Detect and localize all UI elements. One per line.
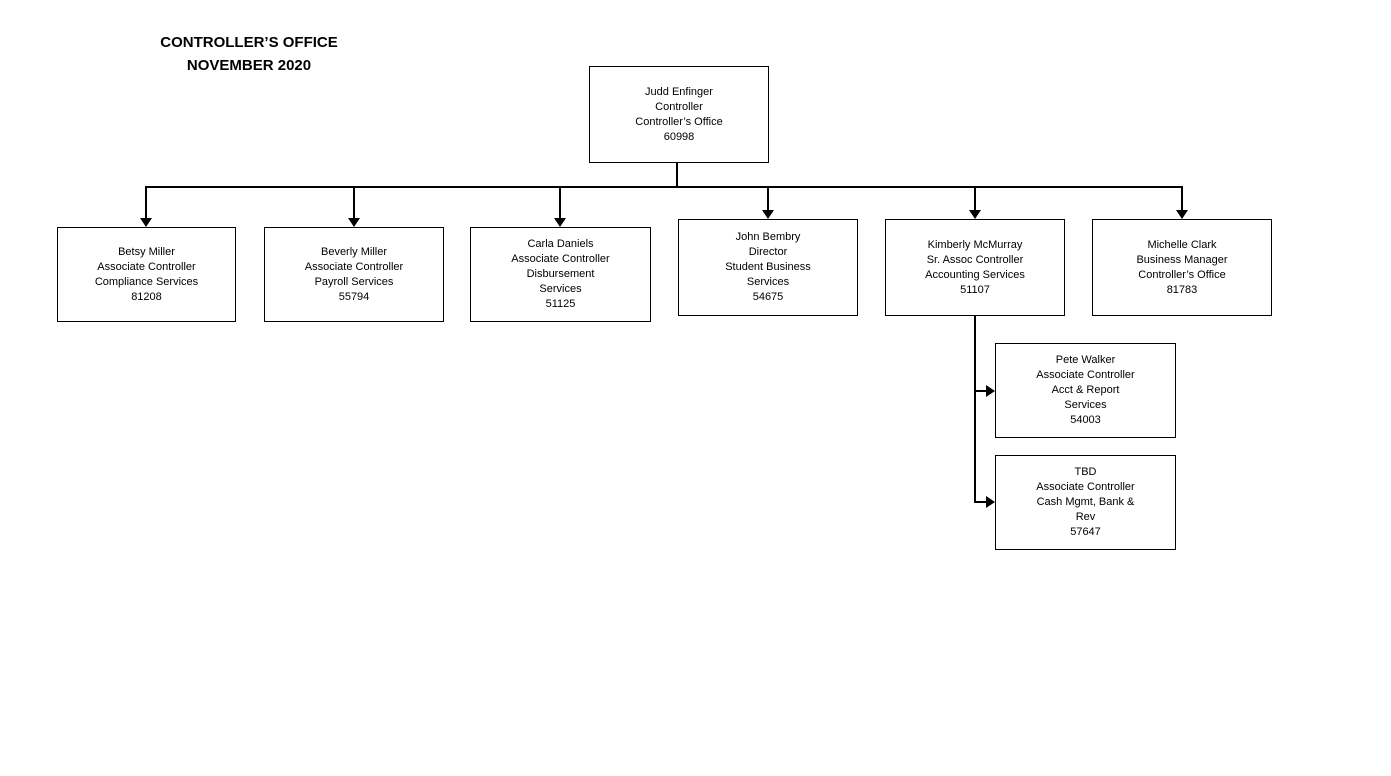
org-node-acct-report: Pete Walker Associate Controller Acct & … [995,343,1176,438]
connector-branch-cash-mgmt [974,501,986,503]
arrow-down-icon [554,218,566,227]
node-line: 51125 [545,298,576,310]
org-node-accounting: Kimberly McMurray Sr. Assoc Controller A… [885,219,1065,316]
node-line: 54003 [1070,414,1101,426]
node-line: 81208 [131,290,162,303]
node-line: Michelle Clark [1147,238,1217,251]
connector-drop-compliance [145,186,147,218]
arrow-down-icon [348,218,360,227]
node-line: Betsy Miller [118,245,175,258]
org-node-disbursement: Carla Daniels Associate Controller Disbu… [470,227,651,322]
connector-top-stub [676,163,678,187]
chart-title-line2: NOVEMBER 2020 [186,57,312,74]
org-node-cash-mgmt: TBD Associate Controller Cash Mgmt, Bank… [995,455,1176,550]
node-line: Associate Controller [1036,369,1135,381]
connector-accounting-drop [974,316,976,503]
connector-drop-accounting [974,186,976,210]
node-line: 51107 [960,283,990,296]
node-line: Acct & Report [1051,384,1120,396]
org-node-student-business: John Bembry Director Student Business Se… [678,219,858,316]
node-line: Sr. Assoc Controller [926,253,1024,266]
arrow-down-icon [1176,210,1188,219]
arrow-right-icon [986,385,995,397]
node-line: Director [748,246,788,258]
connector-drop-business-manager [1181,186,1183,210]
node-line: Associate Controller [511,253,610,265]
connector-drop-disbursement [559,186,561,218]
node-line: Rev [1075,511,1096,523]
node-line: 57647 [1070,526,1101,538]
node-line: 55794 [338,290,370,303]
node-line: Controller’s Office [635,115,723,128]
node-line: 81783 [1166,283,1198,296]
org-node-payroll: Beverly Miller Associate Controller Payr… [264,227,444,322]
connector-branch-acct-report [974,390,986,392]
node-line: Associate Controller [97,260,196,273]
arrow-down-icon [140,218,152,227]
node-line: Kimberly McMurray [927,238,1023,251]
node-line: TBD [1074,466,1097,478]
node-line: Controller’s Office [1138,268,1226,281]
node-line: Associate Controller [1036,481,1135,493]
node-line: Services [1064,399,1107,411]
node-line: Beverly Miller [320,245,387,258]
arrow-down-icon [969,210,981,219]
node-line: Judd Enfinger [645,85,713,98]
node-line: Accounting Services [925,268,1025,281]
node-line: Controller [655,100,703,113]
chart-title-line1: CONTROLLER’S OFFICE [160,34,338,51]
node-line: Cash Mgmt, Bank & [1036,496,1135,508]
org-node-business-manager: Michelle Clark Business Manager Controll… [1092,219,1272,316]
arrow-down-icon [762,210,774,219]
node-line: Pete Walker [1055,354,1116,366]
org-node-compliance: Betsy Miller Associate Controller Compli… [57,227,236,322]
node-line: Student Business [725,261,811,273]
node-line: Compliance Services [94,275,199,288]
node-line: Carla Daniels [527,238,594,250]
connector-main-horizontal [145,186,1183,188]
chart-title: CONTROLLER’S OFFICE NOVEMBER 2020 [149,31,349,77]
node-line: Associate Controller [304,260,404,273]
connector-drop-student-business [767,186,769,210]
arrow-right-icon [986,496,995,508]
node-line: 54675 [752,291,784,303]
node-line: Services [746,276,790,288]
connector-drop-payroll [353,186,355,218]
node-line: Business Manager [1136,253,1228,266]
node-line: Payroll Services [314,275,394,288]
node-line: John Bembry [735,231,801,243]
node-line: 60998 [663,130,695,143]
org-node-controller: Judd Enfinger Controller Controller’s Of… [589,66,769,163]
node-line: Services [539,283,582,295]
node-line: Disbursement [526,268,595,280]
